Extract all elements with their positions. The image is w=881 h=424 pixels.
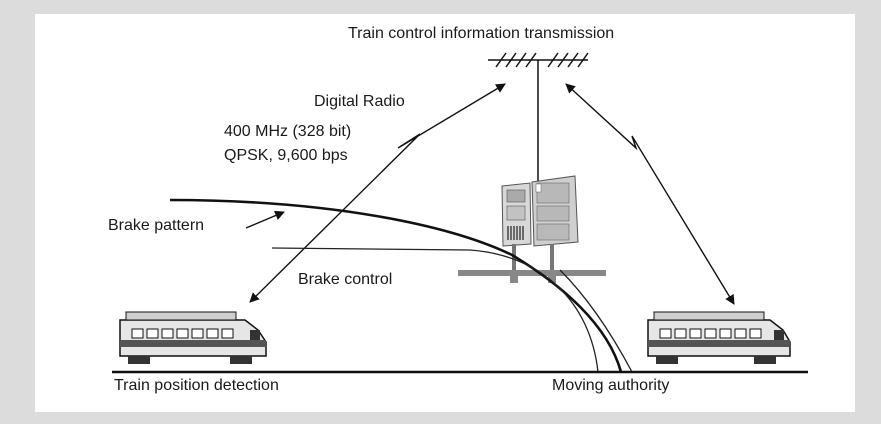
train-right (647, 311, 791, 364)
label-radio-spec-2: QPSK, 9,600 bps (224, 147, 348, 164)
brake-pattern-pointer (245, 210, 285, 229)
antenna-icon (488, 52, 589, 182)
train-left (119, 311, 267, 364)
wayside-control-equipment (501, 175, 579, 283)
brake-control-curve (271, 247, 599, 373)
label-moving-authority: Moving authority (552, 377, 670, 394)
label-brake-pattern: Brake pattern (108, 217, 205, 234)
radio-link-right (565, 83, 735, 305)
label-brake-control: Brake control (298, 271, 393, 288)
label-radio-spec-1: 400 MHz (328 bit) (224, 123, 352, 140)
label-train-position: Train position detection (114, 377, 279, 394)
track-branch-line (559, 269, 633, 373)
label-digital-radio: Digital Radio (314, 93, 405, 110)
brake-pattern-curve (169, 198, 623, 373)
radio-link-left (249, 83, 506, 303)
equipment-platform (458, 270, 606, 276)
label-transmission: Train control information transmission (348, 25, 615, 42)
